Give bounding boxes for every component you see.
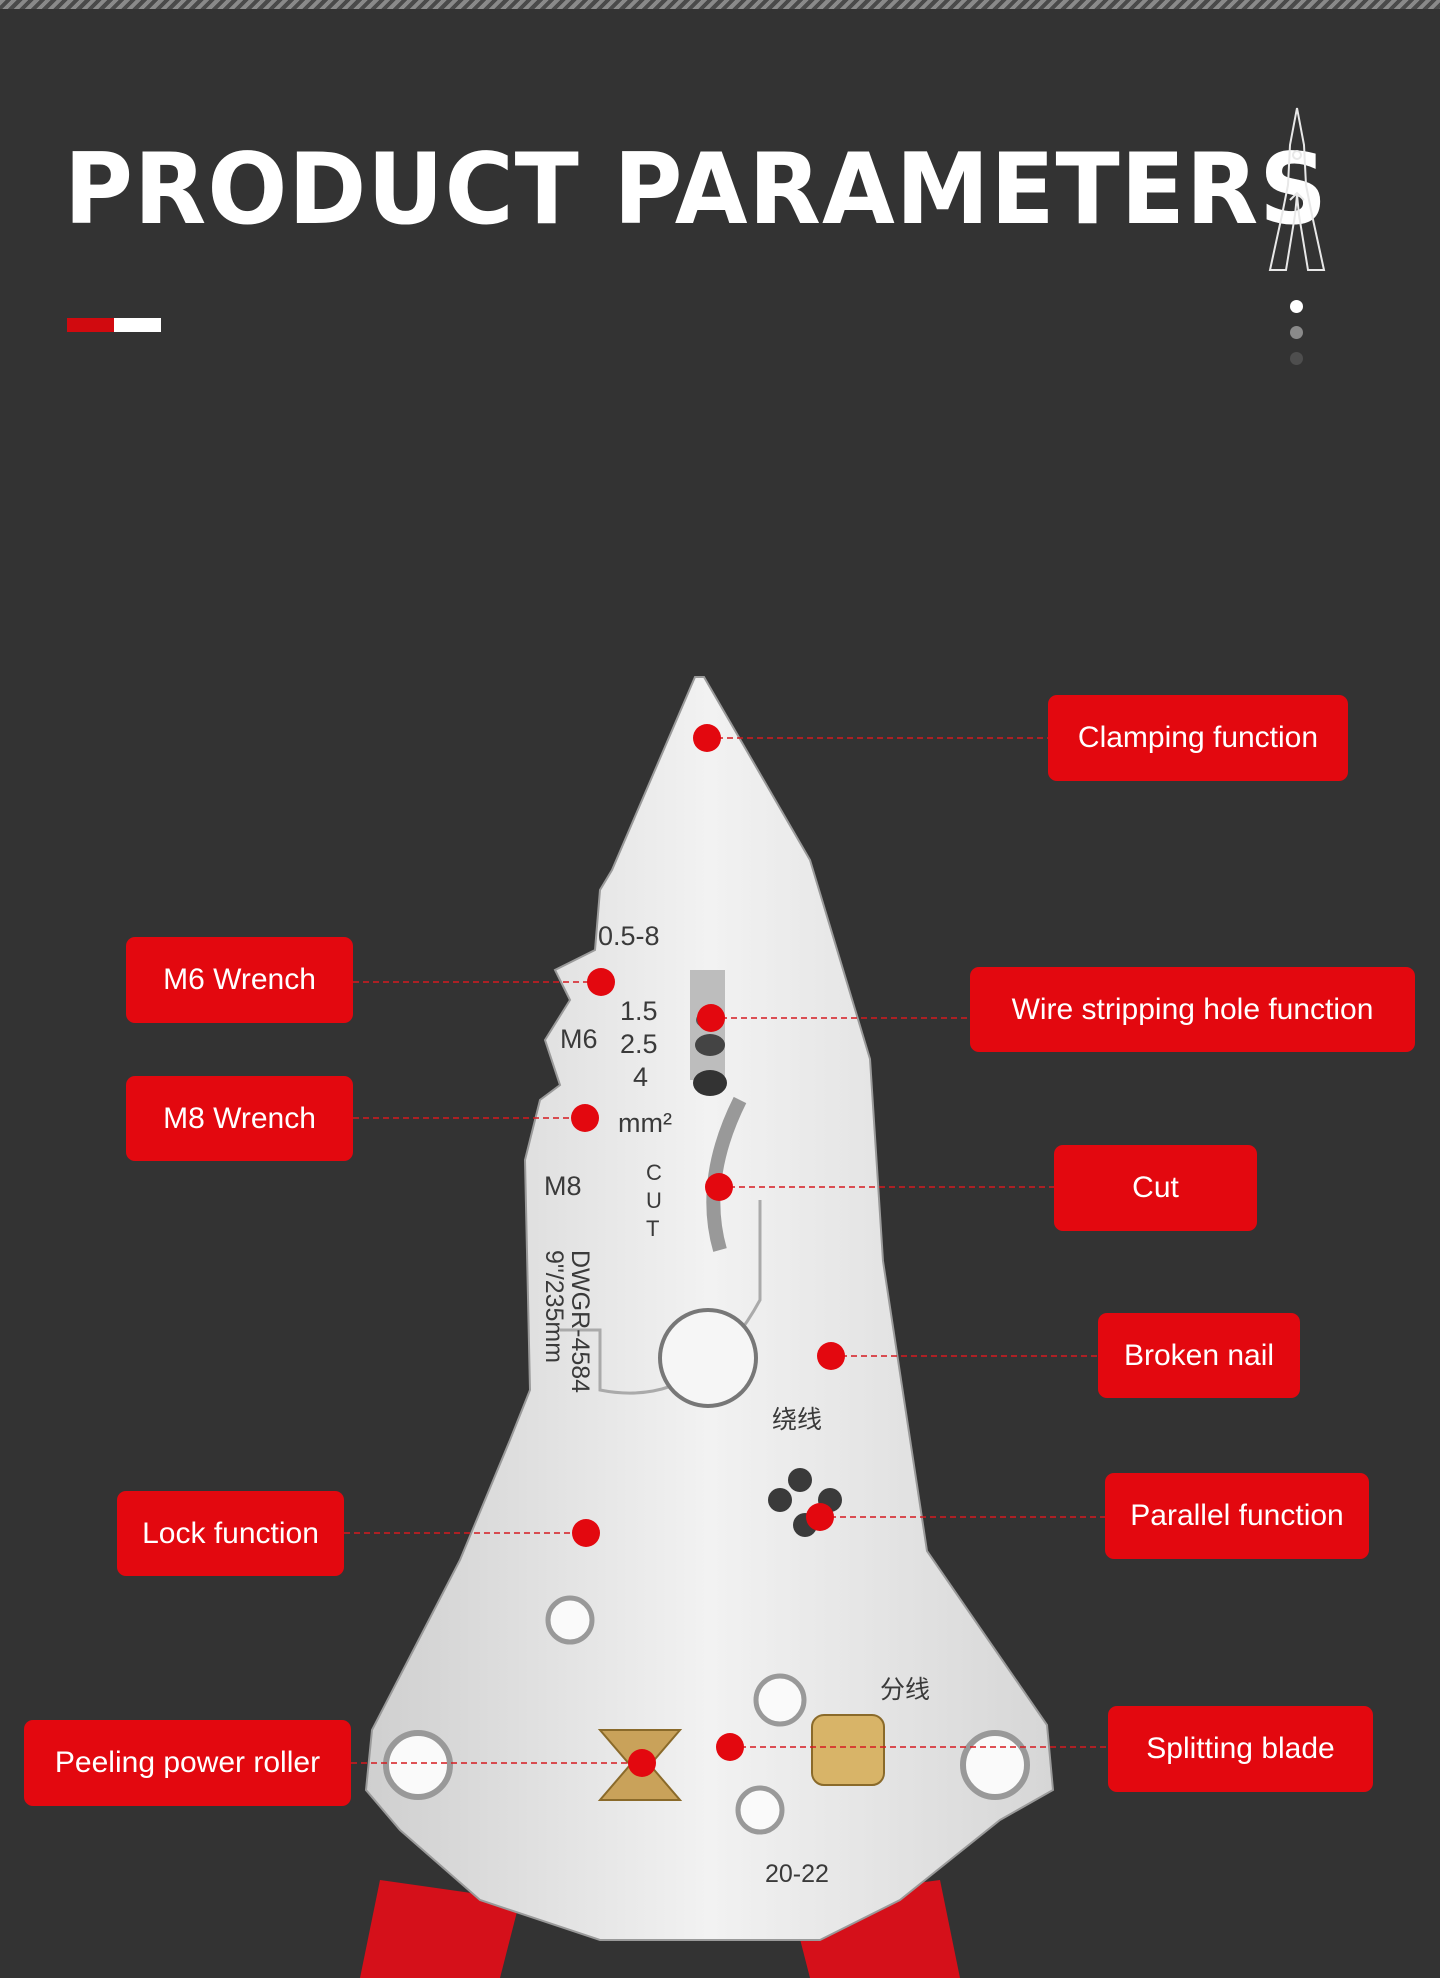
callout-wire-stripping: Wire stripping hole function xyxy=(970,967,1415,1052)
pivot-bolt xyxy=(658,1308,758,1408)
callout-parallel-function: Parallel function xyxy=(1105,1473,1369,1559)
callout-broken-nail: Broken nail xyxy=(1098,1313,1300,1398)
tool-text-unit: mm² xyxy=(618,1108,672,1138)
callout-m8-wrench: M8 Wrench xyxy=(126,1076,353,1161)
tool-text-cut-c: C xyxy=(646,1160,662,1185)
callout-dot-cut xyxy=(705,1173,733,1201)
pager-dot[interactable] xyxy=(1290,352,1303,365)
callout-dot-peeling xyxy=(628,1749,656,1777)
callout-m6-wrench: M6 Wrench xyxy=(126,937,353,1023)
callout-dot-broken-nail xyxy=(817,1342,845,1370)
callout-dot-m8 xyxy=(571,1104,599,1132)
tool-text-m6: M6 xyxy=(560,1024,598,1054)
tool-text-cut-t: T xyxy=(646,1216,659,1241)
callout-dot-splitting xyxy=(716,1733,744,1761)
tool-text-size-2: 2.5 xyxy=(620,1029,658,1059)
tool-text-size-3: 4 xyxy=(633,1062,648,1092)
tool-text-model: DWGR-4584 xyxy=(566,1250,594,1393)
red-handle-left xyxy=(360,1880,520,1978)
tool-text-clamp-range: 0.5-8 xyxy=(598,921,660,951)
callout-lock-function: Lock function xyxy=(117,1491,344,1576)
callout-splitting-blade: Splitting blade xyxy=(1108,1706,1373,1792)
callout-dot-lock xyxy=(572,1519,600,1547)
pager-dot-active[interactable] xyxy=(1290,300,1303,313)
tool-text-cut-u: U xyxy=(646,1188,662,1213)
callout-dot-m6 xyxy=(587,968,615,996)
callout-dot-clamping xyxy=(693,724,721,752)
title-accent-white xyxy=(114,318,161,332)
tool-text-gauge: 20-22 xyxy=(765,1860,829,1888)
callout-peeling-power-roller: Peeling power roller xyxy=(24,1720,351,1806)
tool-text-splitting: 分线 xyxy=(880,1675,930,1704)
callout-dot-wire-strip xyxy=(697,1004,725,1032)
title-accent-red xyxy=(67,318,114,332)
callout-clamping-function: Clamping function xyxy=(1048,695,1348,781)
page-title: PRODUCT PARAMETERS xyxy=(64,133,1329,247)
tool-text-m8: M8 xyxy=(544,1171,582,1201)
top-decorative-strip xyxy=(0,0,1440,9)
callout-lines xyxy=(344,737,1108,1764)
splitting-roller xyxy=(811,1714,885,1786)
tool-text-size-1: 1.5 xyxy=(620,996,658,1026)
callout-dot-parallel xyxy=(806,1503,834,1531)
pliers-outline-icon xyxy=(1268,107,1326,271)
tool-text-winding: 绕线 xyxy=(772,1405,822,1434)
pager-dot[interactable] xyxy=(1290,326,1303,339)
tool-text-length: 9"/235mm xyxy=(540,1250,568,1363)
callout-cut: Cut xyxy=(1054,1145,1257,1231)
